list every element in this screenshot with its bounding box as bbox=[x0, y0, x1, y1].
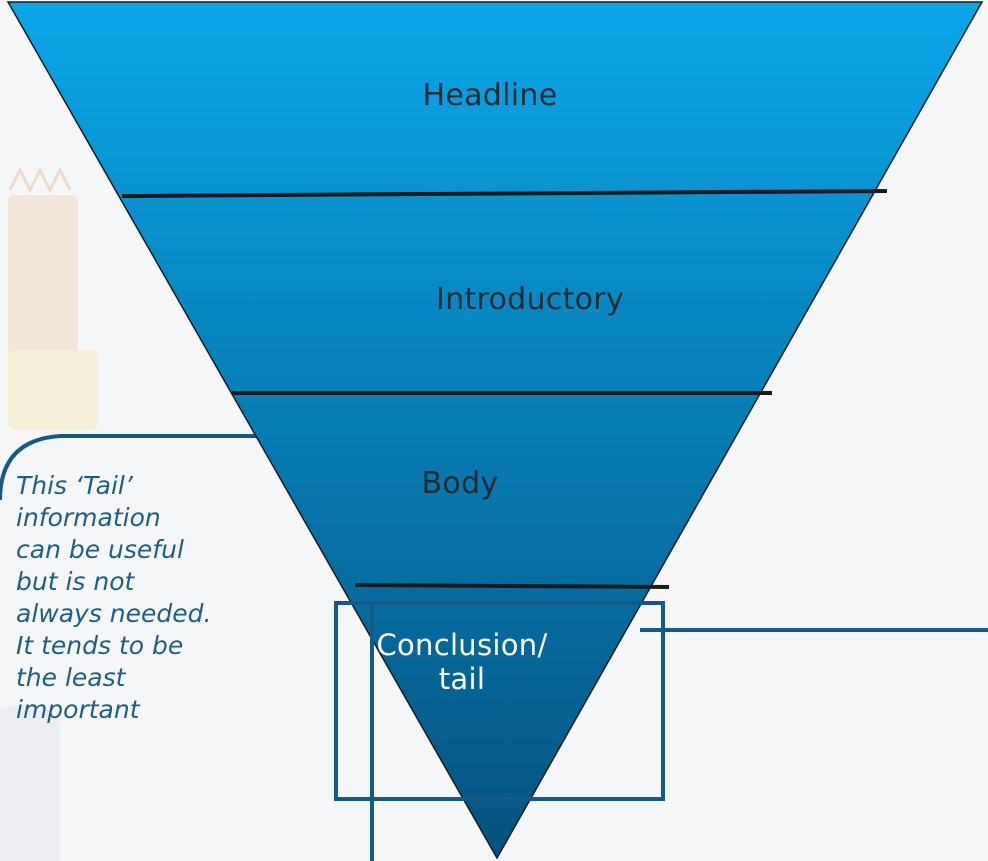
divider-line-1 bbox=[121, 189, 888, 198]
note-line: can be useful bbox=[16, 535, 184, 564]
introductory-label: Introductory bbox=[435, 282, 624, 317]
note-line: It tends to be bbox=[16, 631, 184, 660]
divider-line-3 bbox=[354, 583, 670, 589]
note-line: This ‘Tail’ bbox=[16, 471, 133, 500]
note-line: always needed. bbox=[16, 599, 212, 628]
conclusion-label-line-2: tail bbox=[438, 662, 486, 697]
conclusion-label-line-1: Conclusion/ bbox=[376, 628, 548, 662]
note-line: the least bbox=[16, 663, 126, 692]
inverted-triangle bbox=[6, 1, 984, 860]
conclusion-label: Conclusion/ tail bbox=[362, 628, 562, 696]
note-line: important bbox=[16, 695, 140, 724]
note-panel-outline bbox=[0, 434, 262, 501]
headline-label: Headline bbox=[422, 78, 558, 113]
note-line: information bbox=[16, 503, 161, 532]
note-line: but is not bbox=[16, 567, 135, 596]
body-label: Body bbox=[421, 466, 499, 501]
tail-note: This ‘Tail’ information can be useful bu… bbox=[16, 470, 316, 726]
conclusion-highlight-box bbox=[334, 601, 665, 801]
